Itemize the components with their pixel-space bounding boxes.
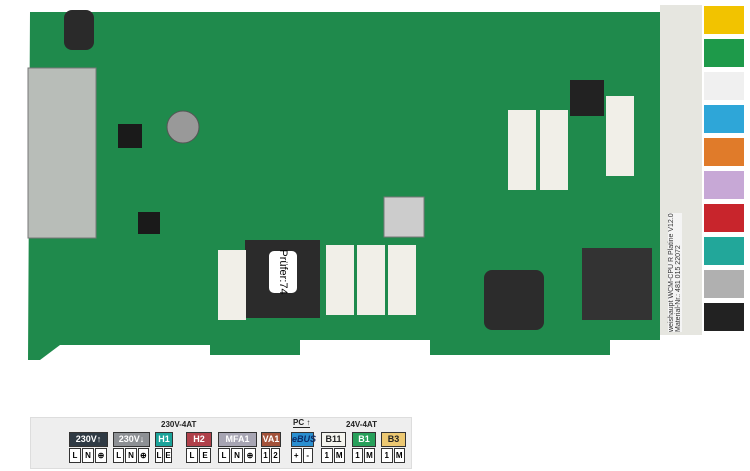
pin-label: 1 [261,448,270,463]
relay [606,96,634,176]
terminal-block [704,237,744,265]
pin-label: L [155,448,163,463]
terminal-name: 230V↓ [113,432,150,447]
pin-label: L [218,448,230,463]
pin-label: ⊕ [95,448,107,463]
pin-label: 2 [271,448,280,463]
terminal-block [704,138,744,166]
terminal-block [704,303,744,331]
terminal-block [704,204,744,232]
group-label-pc: PC ↑ [293,418,311,428]
lcd-display [27,67,97,239]
terminal-block [704,39,744,67]
terminal-name: B11 [321,432,346,447]
group-label-24v: 24V-4AT [346,420,377,429]
chip [138,212,160,234]
product-sticker: weishaupt WCM-CPU R Platine V12.0 Materi… [668,213,682,332]
pin-label: E [199,448,211,463]
pin-label: ⊕ [244,448,256,463]
circuit-board [27,5,744,360]
terminal-name: eBUS [291,432,316,447]
pin-label: N [231,448,243,463]
terminal-name: B1 [352,432,376,447]
terminal-block [704,171,744,199]
terminal-name: MFA1 [218,432,257,447]
pin-label: 1 [352,448,363,463]
pin-label: + [291,448,302,463]
terminal-name: 230V↑ [69,432,108,447]
pin-label: L [113,448,125,463]
terminal-blocks [704,6,744,331]
relay [540,110,568,190]
pin-label: M [393,448,405,463]
pin-label: M [333,448,345,463]
buzzer [484,270,544,330]
pin-label: 1 [381,448,393,463]
terminal-block [704,105,744,133]
pin-label: ⊕ [137,448,149,463]
tester-label: Prüfer:74 [269,249,297,295]
relay [326,245,354,315]
relay [357,245,385,315]
terminal-block [704,270,744,298]
sticker-line: Material-Nr.: 481 015 22072 [675,245,682,332]
terminal-name: H1 [155,432,173,447]
pin-label: E [164,448,172,463]
capacitor [64,10,94,50]
terminal-name: VA1 [261,432,281,447]
choke [582,248,652,320]
pin-label: L [69,448,81,463]
pin-label: M [364,448,375,463]
rotary-encoder [166,110,200,144]
pin-label: 1 [321,448,333,463]
terminal-label: eBUS+- [291,432,316,463]
terminal-block [704,72,744,100]
button-switch [383,196,425,238]
pin-label: L [186,448,198,463]
relay [508,110,536,190]
terminal-name: B3 [381,432,406,447]
terminal-block [704,6,744,34]
chip [118,124,142,148]
sticker-line: weishaupt WCM-CPU R Platine V12.0 [668,213,675,332]
relay [218,250,246,320]
terminal-name: H2 [186,432,212,447]
pin-label: N [125,448,137,463]
pin-label: N [82,448,94,463]
rj-socket [570,80,604,116]
pin-label: - [302,448,313,463]
group-label-230v: 230V-4AT [161,420,197,429]
relay [388,245,416,315]
